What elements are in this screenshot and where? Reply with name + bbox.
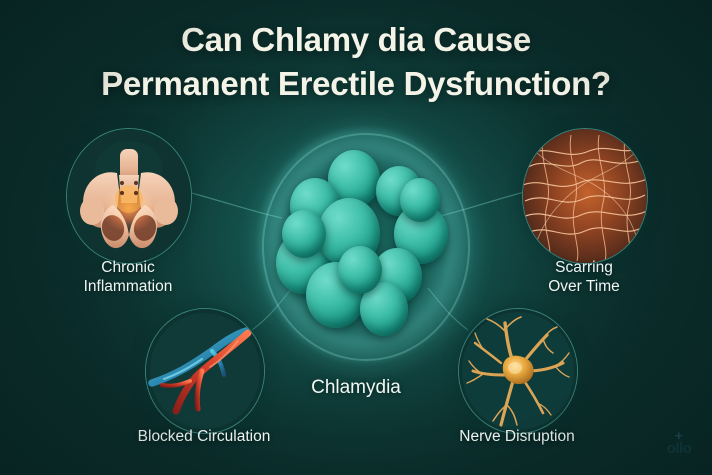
- chronic-inflammation-disc[interactable]: [66, 128, 192, 264]
- chronic-inflammation-label-line-2: Inflammation: [83, 278, 173, 296]
- scar-tissue-fibers-icon: [523, 129, 647, 263]
- scarring-label: Scarring Over Time: [492, 258, 676, 296]
- scarring-label-line-2: Over Time: [548, 278, 620, 296]
- watermark-logo: + ollo: [656, 429, 702, 461]
- nerve-disruption-disc[interactable]: [458, 308, 578, 434]
- page-title: Can Chlamy dia Cause Permanent Erectile …: [0, 18, 712, 105]
- title-line-2: Permanent Erectile Dysfunction?: [101, 64, 611, 102]
- blocked-circulation-label-line-1: Blocked Circulation: [137, 428, 271, 445]
- blocked-circulation-disc[interactable]: [145, 308, 265, 434]
- chronic-inflammation-label-line-1: Chronic: [101, 259, 155, 276]
- pelvis-inflammation-icon: [67, 129, 191, 263]
- bacteria-cluster-icon: [276, 150, 454, 340]
- title-line-1: Can Chlamy dia Cause: [181, 21, 531, 58]
- scarring-label-line-1: Scarring: [555, 259, 613, 276]
- neuron-icon: [459, 309, 577, 433]
- blood-vessels-icon: [146, 309, 264, 433]
- blocked-circulation-label: Blocked Circulation: [93, 427, 315, 446]
- scarring-disc[interactable]: [522, 128, 648, 264]
- center-label: Chlamydia: [311, 377, 401, 398]
- chronic-inflammation-label: Chronic Inflammation: [36, 258, 220, 296]
- nerve-disruption-label: Nerve Disruption: [410, 427, 624, 446]
- nerve-disruption-label-line-1: Nerve Disruption: [459, 428, 575, 445]
- watermark-text: ollo: [666, 440, 692, 457]
